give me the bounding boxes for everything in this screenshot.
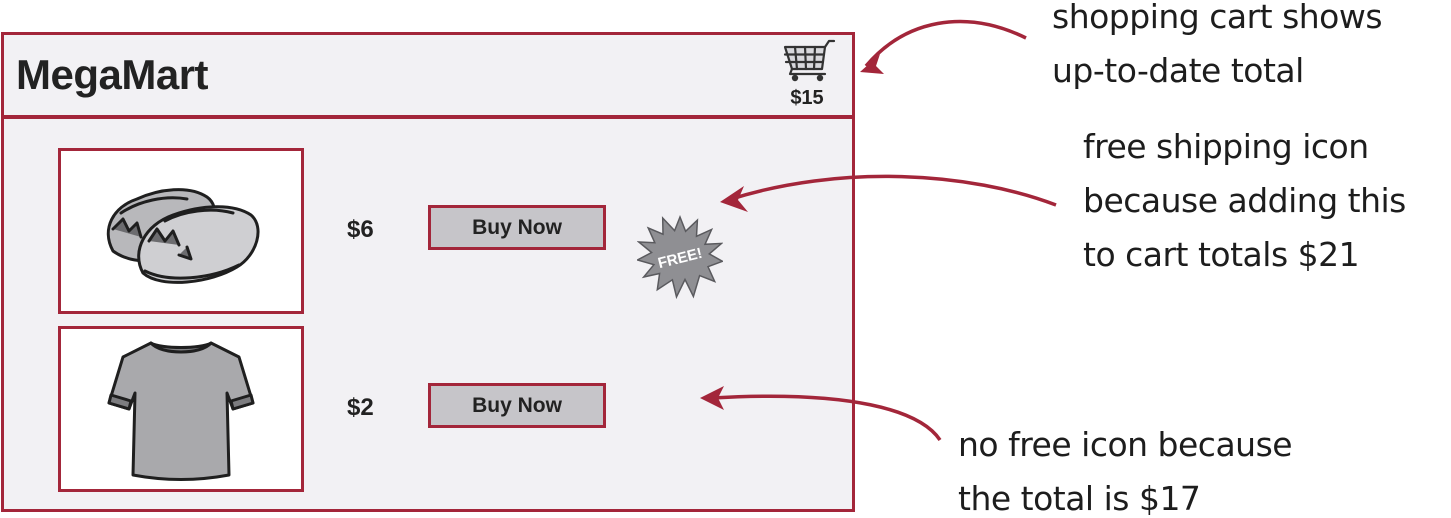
product-image-shoes (58, 148, 304, 314)
buy-now-button[interactable]: Buy Now (428, 383, 606, 428)
store-name: MegaMart (16, 51, 209, 98)
annotation-line: up-to-date total (1052, 51, 1304, 90)
shoes-icon (106, 188, 260, 284)
shopping-cart-icon[interactable] (780, 39, 836, 83)
free-shipping-badge: FREE! (637, 215, 723, 300)
product-price: $6 (347, 216, 374, 243)
annotation-line: shopping cart shows (1052, 0, 1383, 36)
store-window: MegaMart $15 (1, 32, 855, 512)
cart-annotation: shopping cart shows up-to-date total (1052, 0, 1383, 98)
annotation-line: no free icon because (958, 425, 1293, 464)
tshirt-icon (107, 341, 255, 481)
free-icon-arrowhead (720, 186, 748, 212)
store-header: MegaMart $15 (4, 35, 852, 119)
no-free-icon-annotation: no free icon because the total is $17 (958, 418, 1293, 518)
annotation-line: the total is $17 (958, 479, 1201, 518)
product-image-tshirt (58, 326, 304, 492)
annotation-line: to cart totals $21 (1083, 235, 1360, 274)
cart-arrow (864, 19, 1027, 68)
cart-arrowhead (860, 54, 884, 74)
cart-total: $15 (790, 87, 824, 109)
annotation-line: free shipping icon (1083, 127, 1369, 166)
product-price: $2 (347, 394, 374, 421)
free-icon-arrow (727, 174, 1057, 207)
no-free-icon-arrow (711, 394, 942, 441)
buy-now-button[interactable]: Buy Now (428, 205, 606, 250)
annotation-line: because adding this (1083, 181, 1406, 220)
free-icon-annotation: free shipping icon because adding this t… (1083, 120, 1406, 282)
no-free-icon-arrowhead (700, 386, 724, 410)
